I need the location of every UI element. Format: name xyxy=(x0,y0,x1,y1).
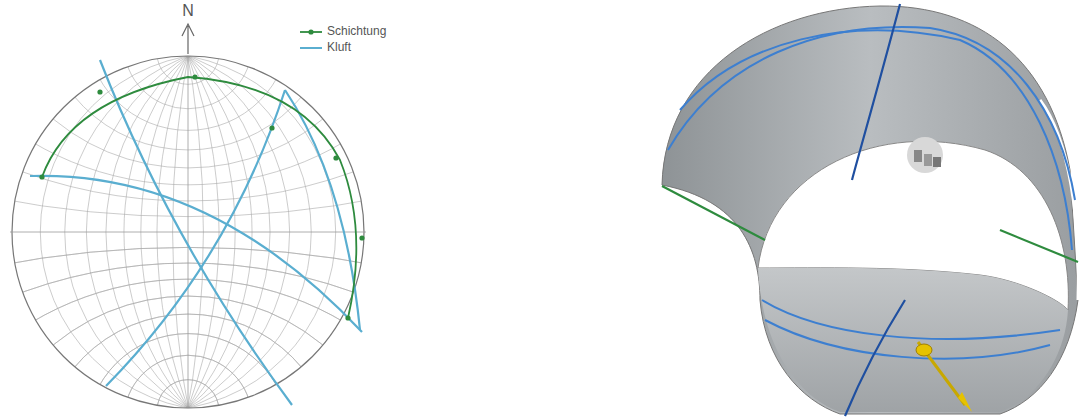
legend-sample xyxy=(300,47,322,49)
kluft-traces xyxy=(30,60,362,405)
legend-text: Schichtung xyxy=(327,24,386,38)
north-arrow xyxy=(182,24,194,54)
legend-sample xyxy=(308,29,313,34)
schichtung-trace xyxy=(42,77,356,318)
schichtung-points xyxy=(39,74,364,320)
north-label: N xyxy=(182,2,194,20)
net-axis xyxy=(188,56,189,408)
legend-text: Kluft xyxy=(327,40,351,54)
tunnel-model xyxy=(662,4,1078,416)
